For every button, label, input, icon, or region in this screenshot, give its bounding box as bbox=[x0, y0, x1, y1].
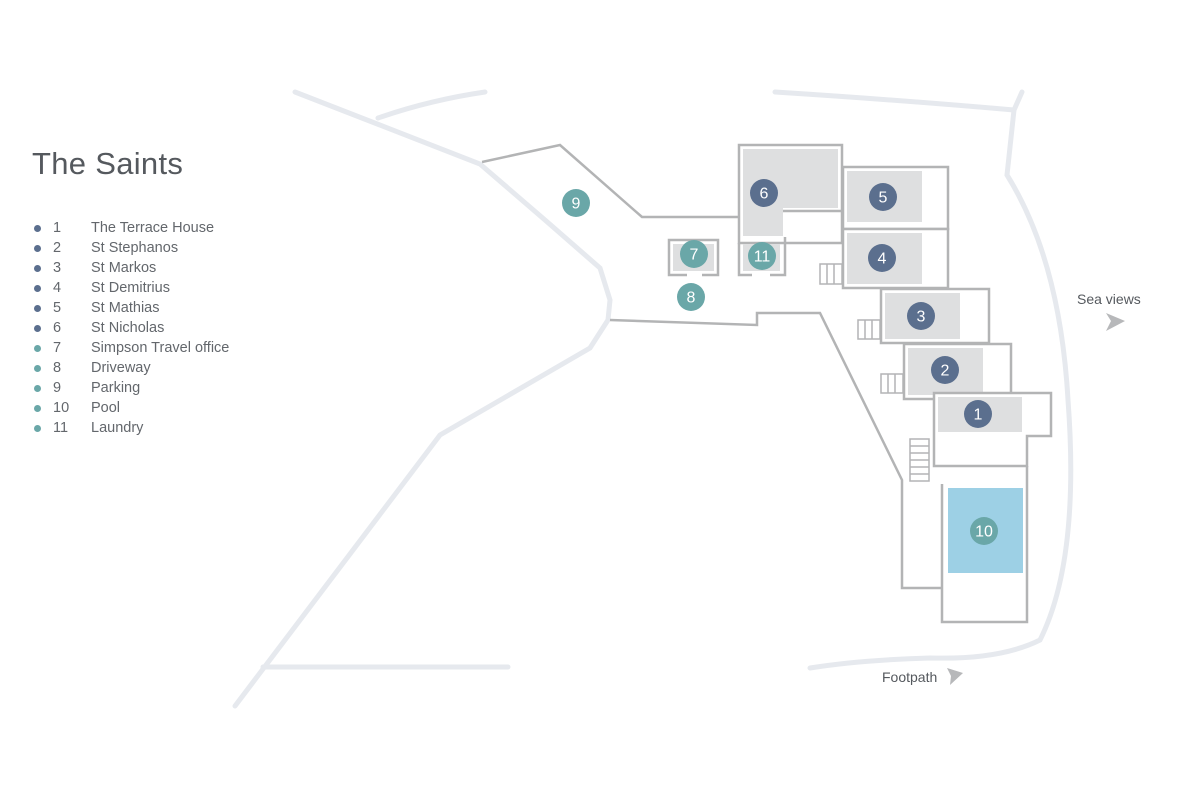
legend-item: 8 Driveway bbox=[34, 358, 229, 378]
legend-number: 3 bbox=[53, 260, 62, 276]
legend-dot-icon bbox=[34, 344, 41, 352]
legend-label: St Stephanos bbox=[91, 240, 179, 256]
legend-dot-icon bbox=[34, 364, 41, 372]
legend-item: 5 St Mathias bbox=[34, 298, 229, 318]
legend-number: 2 bbox=[53, 240, 62, 256]
marker-2[interactable]: 2 bbox=[931, 356, 959, 384]
marker-9[interactable]: 9 bbox=[562, 189, 590, 217]
legend-item: 1 The Terrace House bbox=[34, 218, 229, 238]
legend-dot-icon bbox=[34, 224, 41, 232]
side-road-north bbox=[375, 89, 488, 121]
main-road bbox=[232, 89, 613, 709]
legend-label: The Terrace House bbox=[91, 220, 215, 236]
footpath-arrow-icon bbox=[947, 668, 963, 685]
legend-number: 11 bbox=[53, 420, 69, 436]
legend-label: Driveway bbox=[91, 360, 151, 376]
svg-text:1: 1 bbox=[974, 407, 983, 424]
north-path bbox=[772, 89, 1017, 113]
legend-item: 2 St Stephanos bbox=[34, 238, 229, 258]
parking-boundary bbox=[481, 143, 738, 219]
marker-6[interactable]: 6 bbox=[750, 179, 778, 207]
marker-1[interactable]: 1 bbox=[964, 400, 992, 428]
sea-views-arrow-icon bbox=[1106, 313, 1125, 331]
stairs-4 bbox=[819, 263, 843, 285]
legend-number: 10 bbox=[53, 400, 70, 416]
buildings bbox=[667, 143, 1053, 624]
svg-text:3: 3 bbox=[917, 309, 926, 326]
svg-text:4: 4 bbox=[878, 251, 887, 268]
svg-text:7: 7 bbox=[690, 247, 699, 264]
svg-text:2: 2 bbox=[941, 363, 950, 380]
legend-number: 6 bbox=[53, 320, 62, 336]
marker-4[interactable]: 4 bbox=[868, 244, 896, 272]
legend-number: 9 bbox=[53, 380, 62, 396]
legend-item: 9 Parking bbox=[34, 378, 229, 398]
svg-text:9: 9 bbox=[572, 196, 581, 213]
footpath-label: Footpath bbox=[882, 669, 937, 685]
building-6-interior bbox=[743, 149, 838, 236]
legend-label: Pool bbox=[91, 400, 121, 416]
legend-label: Simpson Travel office bbox=[91, 340, 230, 356]
legend: 1 The Terrace House 2 St Stephanos 3 St Marko… bbox=[34, 218, 229, 438]
legend-number: 7 bbox=[53, 340, 62, 356]
legend-label: Laundry bbox=[91, 420, 144, 436]
legend-item: 4 St Demitrius bbox=[34, 278, 229, 298]
svg-text:6: 6 bbox=[760, 186, 769, 203]
legend-dot-icon bbox=[34, 244, 41, 252]
pool-area-outline bbox=[940, 466, 1029, 624]
marker-8[interactable]: 8 bbox=[677, 283, 705, 311]
legend-dot-icon bbox=[34, 264, 41, 272]
legend-dot-icon bbox=[34, 424, 41, 432]
building-11-outline bbox=[737, 237, 787, 277]
building-7-outline bbox=[667, 238, 720, 277]
legend-item: 11 Laundry bbox=[34, 418, 229, 438]
legend-dot-icon bbox=[34, 404, 41, 412]
map-title: The Saints bbox=[32, 146, 184, 181]
legend-number: 5 bbox=[53, 300, 62, 316]
marker-3[interactable]: 3 bbox=[907, 302, 935, 330]
marker-10[interactable]: 10 bbox=[970, 517, 998, 545]
markers: 1 2 3 4 5 6 7 8 9 10 11 bbox=[562, 179, 998, 545]
legend-dot-icon bbox=[34, 284, 41, 292]
legend-label: St Nicholas bbox=[91, 320, 165, 336]
site-outline bbox=[481, 143, 942, 590]
legend-label: St Markos bbox=[91, 260, 157, 276]
paths bbox=[232, 89, 1074, 709]
legend-item: 3 St Markos bbox=[34, 258, 229, 278]
legend-item: 10 Pool bbox=[34, 398, 229, 418]
svg-text:10: 10 bbox=[975, 524, 993, 541]
legend-label: St Mathias bbox=[91, 300, 160, 316]
legend-number: 1 bbox=[53, 220, 62, 236]
legend-dot-icon bbox=[34, 304, 41, 312]
legend-number: 8 bbox=[53, 360, 62, 376]
marker-7[interactable]: 7 bbox=[680, 240, 708, 268]
svg-text:8: 8 bbox=[687, 290, 696, 307]
legend-dot-icon bbox=[34, 384, 41, 392]
legend-dot-icon bbox=[34, 324, 41, 332]
svg-text:11: 11 bbox=[754, 249, 771, 266]
stairs-2 bbox=[880, 373, 904, 394]
legend-item: 7 Simpson Travel office bbox=[34, 338, 229, 358]
stairs-3 bbox=[857, 319, 881, 340]
sea-views-label: Sea views bbox=[1077, 291, 1141, 307]
marker-5[interactable]: 5 bbox=[869, 183, 897, 211]
legend-label: St Demitrius bbox=[91, 280, 170, 296]
marker-11[interactable]: 11 bbox=[748, 242, 776, 270]
legend-label: Parking bbox=[91, 380, 141, 396]
legend-number: 4 bbox=[53, 280, 62, 296]
svg-text:5: 5 bbox=[879, 190, 888, 207]
legend-item: 6 St Nicholas bbox=[34, 318, 229, 338]
coastal-path bbox=[807, 89, 1074, 671]
driveway-boundary bbox=[609, 311, 942, 590]
